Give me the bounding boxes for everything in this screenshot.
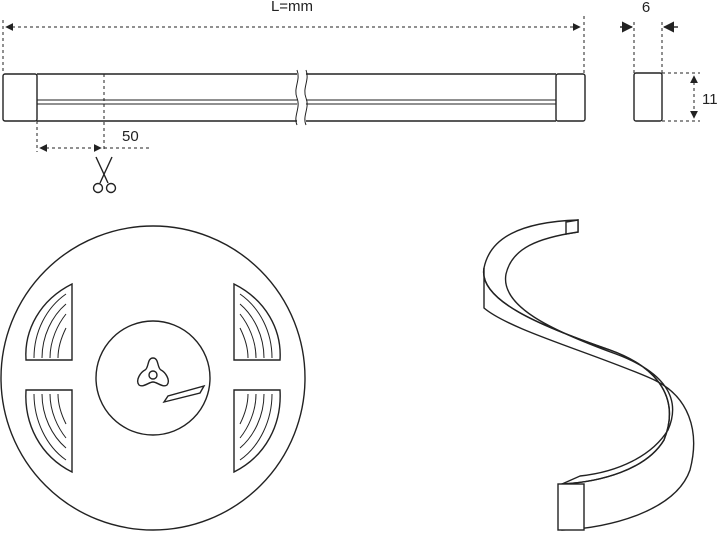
reel-window-right-upper	[233, 282, 281, 361]
width-label: 6	[642, 0, 650, 16]
reel-hub	[95, 320, 211, 436]
strip-cross-section: 6 11	[620, 0, 718, 122]
section-profile	[633, 72, 663, 122]
end-cap-right	[555, 73, 586, 122]
reel-window-left-upper	[25, 282, 73, 361]
length-label: L=mm	[271, 0, 313, 15]
end-cap-left	[2, 73, 38, 122]
cut-interval-label: 50	[122, 128, 139, 145]
flex-strip-end	[557, 483, 585, 531]
strip-body	[37, 69, 556, 126]
flex-strip-top-end	[565, 219, 579, 235]
flex-strip-side	[483, 267, 695, 531]
flexible-strip-icon	[483, 219, 695, 531]
height-label: 11	[702, 91, 718, 108]
strip-side-view: L=mm 50	[2, 0, 586, 194]
reel-strip-end	[162, 384, 206, 404]
scissors-icon	[92, 156, 117, 194]
reel-outer-rim	[0, 225, 306, 531]
reel-window-right-lower	[233, 389, 281, 474]
flex-strip-face	[483, 219, 674, 485]
reel-hub-center	[136, 357, 170, 387]
reel-icon	[0, 225, 306, 531]
reel-window-left-lower	[25, 389, 73, 474]
